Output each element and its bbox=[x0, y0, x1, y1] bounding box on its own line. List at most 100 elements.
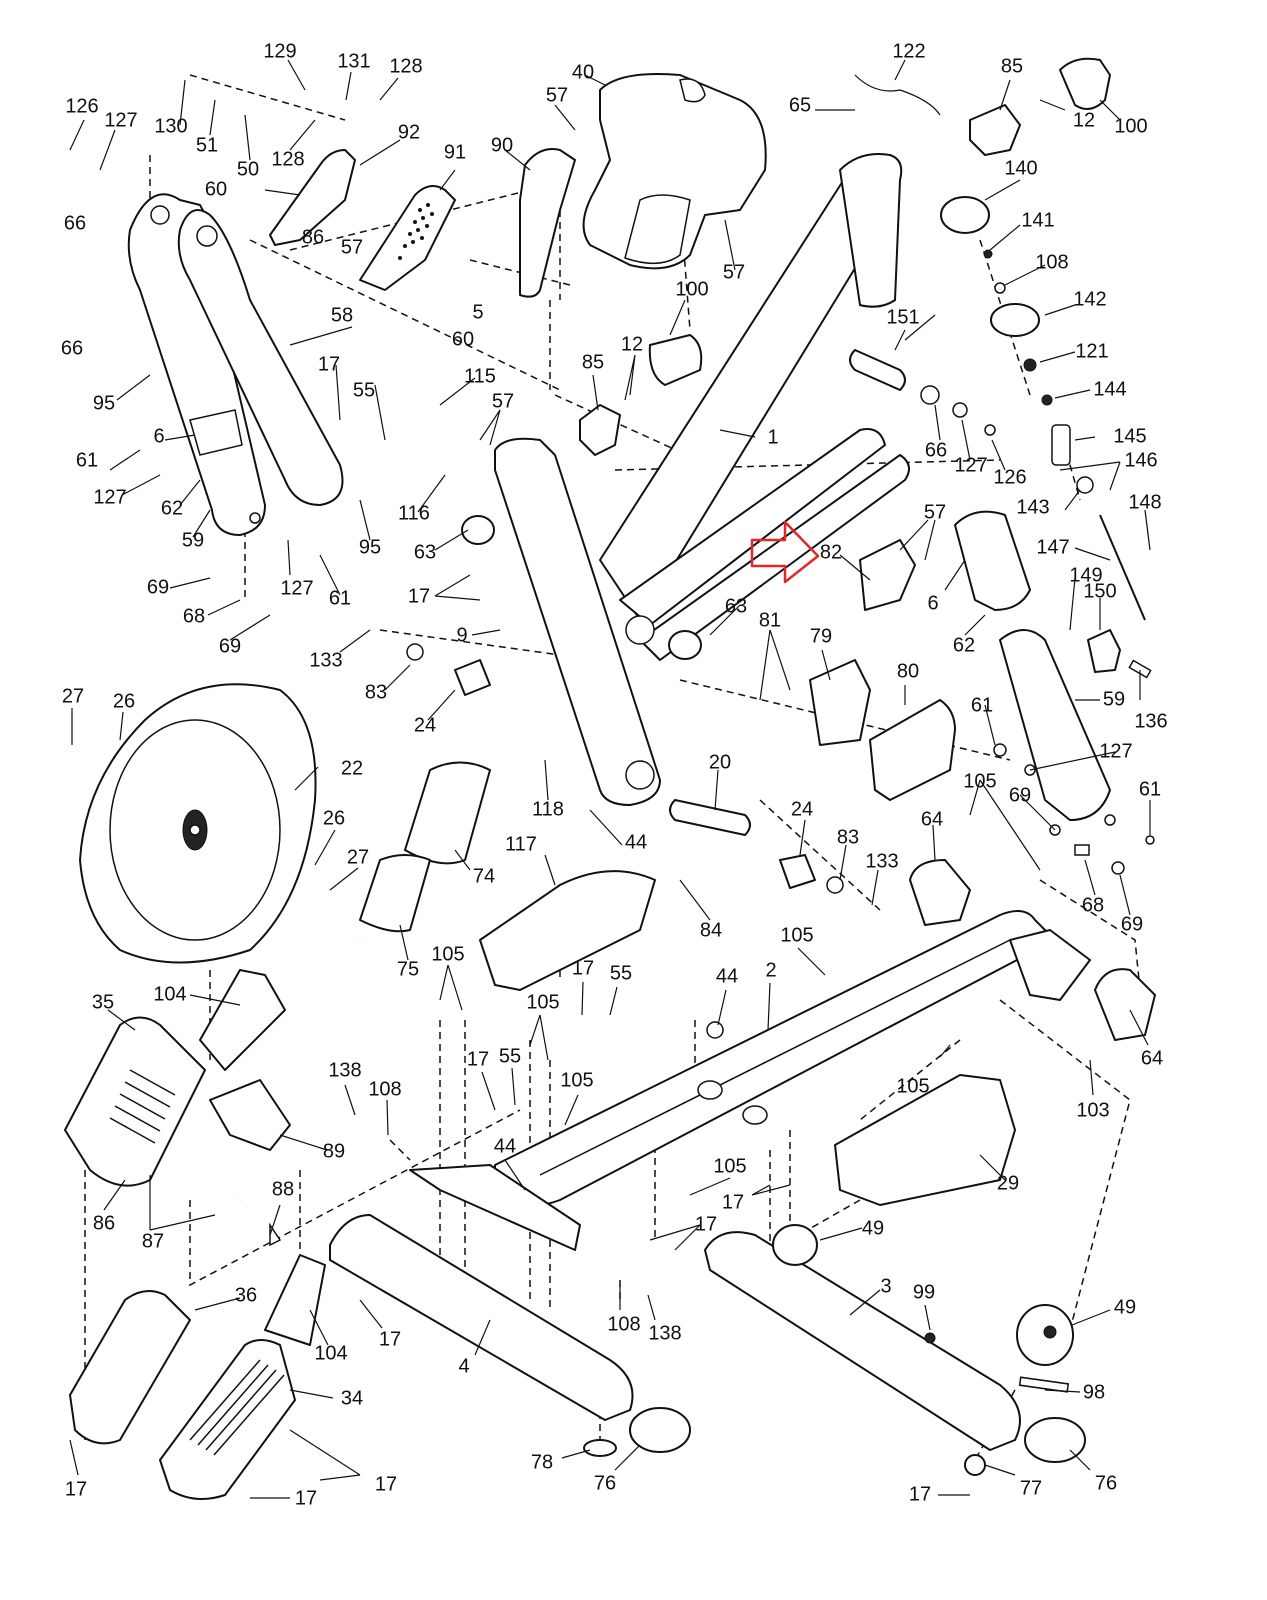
callout-labels: 129 131 128 126 127 130 51 50 128 92 91 … bbox=[61, 40, 1168, 1509]
callout-89: 89 bbox=[323, 1140, 345, 1162]
callout-27: 27 bbox=[62, 685, 84, 707]
callout-50: 50 bbox=[237, 158, 259, 180]
callout-128-b: 128 bbox=[271, 148, 304, 170]
hollow-arrow-right-icon bbox=[750, 520, 820, 584]
callout-122: 122 bbox=[892, 40, 925, 62]
callout-76-b: 76 bbox=[1095, 1472, 1117, 1494]
callout-133: 133 bbox=[309, 649, 342, 671]
callout-104-b: 104 bbox=[314, 1342, 347, 1364]
callout-61-d: 61 bbox=[1139, 778, 1161, 800]
callout-61-b: 61 bbox=[329, 587, 351, 609]
end-cap-64-left bbox=[909, 859, 971, 926]
callout-83: 83 bbox=[365, 681, 387, 703]
callout-141: 141 bbox=[1021, 209, 1054, 231]
callout-105-b: 105 bbox=[780, 924, 813, 946]
callout-84: 84 bbox=[700, 919, 722, 941]
callout-55-b: 55 bbox=[610, 962, 632, 984]
callout-127-c: 127 bbox=[93, 486, 126, 508]
callout-59: 59 bbox=[182, 529, 204, 551]
callout-92: 92 bbox=[398, 121, 420, 143]
shroud-29 bbox=[834, 1074, 1016, 1206]
upright-cover-90 bbox=[519, 148, 576, 298]
callout-95-b: 95 bbox=[359, 536, 381, 558]
callout-95: 95 bbox=[93, 392, 115, 414]
callout-83-b: 83 bbox=[837, 826, 859, 848]
callout-82: 82 bbox=[820, 541, 842, 563]
callout-57-c: 57 bbox=[723, 261, 745, 283]
cylinder-74 bbox=[404, 761, 491, 865]
callout-75: 75 bbox=[397, 958, 419, 980]
callout-100: 100 bbox=[1114, 115, 1147, 137]
callout-17-h: 17 bbox=[375, 1473, 397, 1495]
callout-44-c: 44 bbox=[494, 1135, 516, 1157]
callout-81: 81 bbox=[759, 609, 781, 631]
bushing-24-right bbox=[779, 854, 816, 889]
foot-77 bbox=[964, 1454, 986, 1476]
callout-105: 105 bbox=[963, 770, 996, 792]
callout-150: 150 bbox=[1083, 580, 1116, 602]
arm-tube-59-right bbox=[999, 629, 1111, 821]
rail-104-lower bbox=[264, 1254, 326, 1346]
callout-34: 34 bbox=[341, 1387, 363, 1409]
callout-127-b: 127 bbox=[954, 454, 987, 476]
callout-57-b: 57 bbox=[341, 236, 363, 258]
callout-64: 64 bbox=[921, 808, 943, 830]
callout-85-b: 85 bbox=[582, 351, 604, 373]
callout-36: 36 bbox=[235, 1284, 257, 1306]
callout-61-c: 61 bbox=[971, 694, 993, 716]
callout-105-d: 105 bbox=[526, 991, 559, 1013]
callout-129: 129 bbox=[263, 40, 296, 62]
callout-26: 26 bbox=[113, 690, 135, 712]
callout-144: 144 bbox=[1093, 378, 1126, 400]
callout-40: 40 bbox=[572, 61, 594, 83]
callout-103: 103 bbox=[1076, 1099, 1109, 1121]
callout-86-b: 86 bbox=[93, 1212, 115, 1234]
callout-138-b: 138 bbox=[648, 1322, 681, 1344]
console-40 bbox=[582, 73, 767, 270]
rear-bracket bbox=[1009, 929, 1091, 1001]
knob-100-mid bbox=[648, 334, 703, 386]
callout-57-e: 57 bbox=[924, 501, 946, 523]
callout-86: 86 bbox=[302, 226, 324, 248]
foot-78 bbox=[583, 1439, 617, 1457]
callout-131: 131 bbox=[337, 50, 370, 72]
wheel-76-left bbox=[629, 1407, 691, 1453]
axle-151 bbox=[849, 349, 906, 391]
callout-1: 1 bbox=[767, 426, 778, 448]
callout-62-b: 62 bbox=[953, 634, 975, 656]
right-arm-tube bbox=[177, 209, 344, 506]
rear-stabilizer-3 bbox=[704, 1231, 1021, 1451]
callout-63: 63 bbox=[414, 541, 436, 563]
callout-17-c: 17 bbox=[572, 957, 594, 979]
callout-78: 78 bbox=[531, 1451, 553, 1473]
bracket-85-mid bbox=[579, 404, 621, 456]
bushing-24-left bbox=[454, 659, 491, 696]
callout-140: 140 bbox=[1004, 157, 1037, 179]
callout-127: 127 bbox=[104, 109, 137, 131]
front-stabilizer-4 bbox=[329, 1214, 634, 1421]
callout-108-c: 108 bbox=[607, 1313, 640, 1335]
callout-105-c: 105 bbox=[431, 943, 464, 965]
callout-6: 6 bbox=[153, 425, 164, 447]
callout-66-c: 66 bbox=[925, 439, 947, 461]
callout-66-b: 66 bbox=[61, 337, 83, 359]
callout-147: 147 bbox=[1036, 536, 1069, 558]
panel-34 bbox=[159, 1339, 296, 1500]
leader-lines bbox=[69, 59, 1151, 1499]
callout-69-c: 69 bbox=[1009, 784, 1031, 806]
callout-115: 115 bbox=[464, 365, 496, 387]
callout-12-b: 12 bbox=[621, 333, 643, 355]
callout-127-e: 127 bbox=[1099, 740, 1132, 762]
callout-17-d: 17 bbox=[467, 1048, 489, 1070]
callout-76: 76 bbox=[594, 1472, 616, 1494]
callout-17-e: 17 bbox=[722, 1191, 744, 1213]
callout-64-b: 64 bbox=[1141, 1047, 1163, 1069]
panel-36 bbox=[69, 1290, 191, 1445]
frame-post bbox=[839, 153, 903, 308]
callout-116: 116 bbox=[398, 502, 430, 524]
callout-87: 87 bbox=[142, 1230, 164, 1252]
callout-9: 9 bbox=[456, 624, 467, 646]
left-arm-tube bbox=[127, 193, 266, 536]
callout-27-b: 27 bbox=[347, 846, 369, 868]
